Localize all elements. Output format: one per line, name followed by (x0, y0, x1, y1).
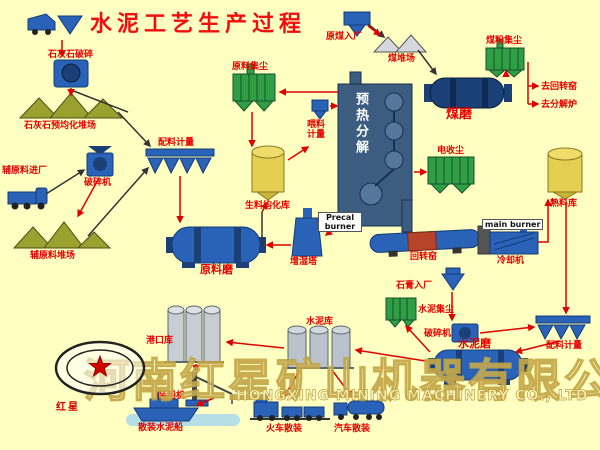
train-icon (250, 395, 330, 421)
raw-homogenizing-silo-icon (251, 145, 285, 201)
aux-crusher-icon (86, 146, 114, 177)
label-train-bulk-loading: 火车散装 (266, 424, 303, 434)
cement-silo-icon (284, 325, 354, 369)
raw-batching-hoppers-icon (145, 148, 215, 175)
flow-arrows (58, 25, 570, 407)
bulk-ship-icon (133, 391, 199, 422)
label-aux-material-intake: 辅原料进厂 (2, 166, 48, 176)
label-limestone-crushing: 石灰石破碎 (48, 50, 94, 60)
aux-material-truck-icon (7, 187, 48, 210)
label-coal-mill: 煤磨 (446, 107, 473, 122)
cement-mill-icon (428, 349, 528, 385)
esp-icon (427, 156, 475, 194)
label-coal-intake: 原煤入厂 (326, 32, 363, 42)
label-gypsum-intake: 石膏入厂 (396, 281, 433, 291)
bulk-truck-icon (333, 400, 385, 420)
cement-crusher-icon (451, 323, 479, 343)
feed-metering-icon (311, 99, 329, 120)
label-precal-burner: Precal burner (318, 212, 362, 233)
aux-stockpile-icon (12, 221, 112, 249)
raw-dust-collector-icon (232, 63, 276, 112)
label-clinker-silo: 熟料库 (550, 199, 578, 209)
label-limestone-preblending-yard: 石灰石预均化堆场 (24, 121, 97, 131)
label-esp: 电收尘 (437, 146, 465, 156)
label-cement-crusher: 破碎机 (424, 329, 452, 339)
label-ship-loader: 装船机 (158, 391, 186, 401)
label-aux-crusher: 破碎机 (84, 178, 112, 188)
label-rotary-kiln: 回转窑 (410, 252, 438, 262)
label-raw-dust-collector: 原料集尘 (232, 62, 269, 72)
cement-dust-collector-icon (385, 297, 417, 328)
humidifying-tower-icon (291, 208, 323, 257)
kiln-hood-icon (477, 225, 491, 255)
clinker-silo-icon (547, 147, 583, 200)
diagram-title: 水泥工艺生产过程 (90, 12, 307, 37)
coal-intake-icon (343, 11, 371, 37)
label-to-rotary-kiln: 去回转窑 (541, 82, 578, 92)
label-cooler: 冷却机 (497, 256, 525, 266)
label-raw-mill: 原料磨 (200, 263, 233, 276)
coal-stockpile-icon (372, 34, 428, 53)
cement-batching-hoppers-icon (535, 315, 591, 341)
label-cement-mill: 水泥磨 (458, 337, 491, 350)
coal-mill-icon (424, 77, 512, 109)
label-port-silo: 港口库 (146, 336, 174, 346)
label-raw-homogenizing-silo: 生料均化库 (245, 201, 291, 211)
label-cement-batching-metering: 配料计量 (546, 341, 583, 351)
port-silo-icon (164, 305, 224, 363)
conveyor-lines (45, 23, 437, 246)
label-coal-dust-collector: 煤粉集尘 (486, 36, 523, 46)
label-feed-metering: 喂料计量 (306, 120, 325, 141)
label-bulk-cement-ship: 散装水泥船 (138, 423, 184, 433)
raw-mill-icon (166, 226, 266, 268)
label-to-calciner: 去分解炉 (541, 100, 578, 110)
label-raw-batching-metering: 配料计量 (158, 138, 195, 148)
label-cement-dust-collector: 水泥集尘 (418, 305, 455, 315)
label-aux-material-yard: 辅原料堆场 (30, 251, 76, 261)
label-coal-yard: 煤堆场 (388, 54, 416, 64)
preheater-tower-icon (337, 71, 413, 233)
coal-dust-collector-icon (485, 39, 525, 78)
label-preheater-tower: 预热分解 (352, 92, 368, 156)
label-truck-bulk-loading: 汽车散装 (334, 424, 371, 434)
cooler-icon (489, 222, 539, 255)
gypsum-hopper-icon (441, 267, 465, 291)
label-main-burner: main burner (482, 219, 544, 231)
ship-loader-icon (185, 372, 233, 407)
logo-text: 红星 (56, 402, 80, 413)
limestone-crusher-icon (53, 59, 89, 88)
limestone-stockpile-icon (18, 89, 129, 119)
limestone-truck-icon (27, 13, 83, 35)
label-humidifying-tower: 增湿塔 (290, 257, 318, 267)
label-cement-silo: 水泥库 (306, 317, 334, 327)
